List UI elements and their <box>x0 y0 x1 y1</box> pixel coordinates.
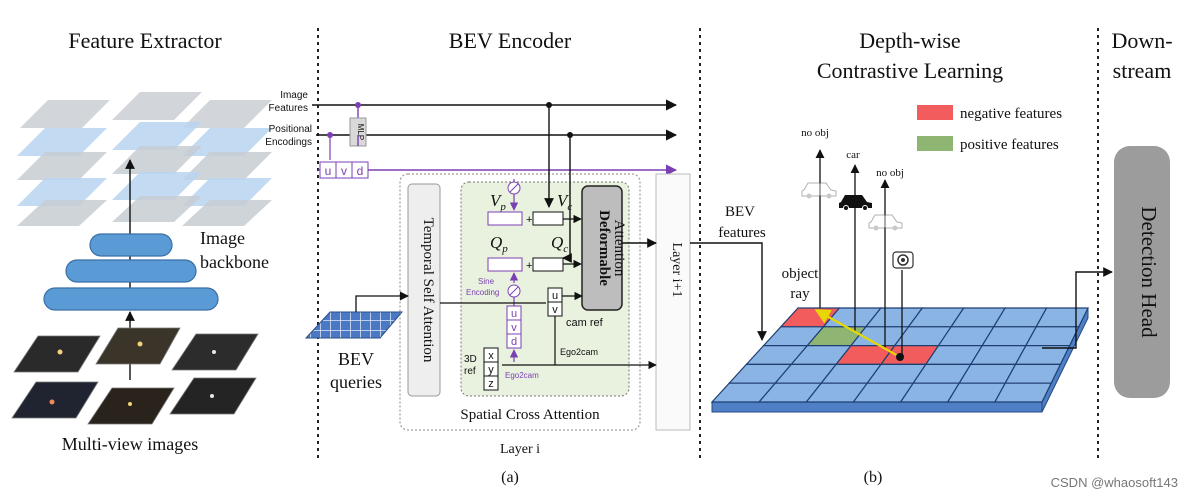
downstream-title-line2: stream <box>1113 58 1172 83</box>
legend-positive-label: positive features <box>960 137 1059 153</box>
multi-view-label: Multi-view images <box>62 434 198 454</box>
backbone-label-line2: backbone <box>200 252 269 272</box>
caption-a: (a) <box>501 469 519 486</box>
object-ray-arrow <box>814 309 901 358</box>
camera-origin-dot <box>896 353 904 361</box>
uvd-u: u <box>325 164 332 178</box>
camera-icon <box>892 251 914 269</box>
mlp-label: MLP <box>356 124 365 140</box>
qp-plus: + <box>526 260 532 272</box>
layer-i-box <box>399 173 641 431</box>
bev-features-arrow <box>690 242 767 341</box>
qc-label: Qc <box>551 233 568 255</box>
ego2cam-purple-label: Ego2cam <box>505 371 539 380</box>
image-backbone <box>43 233 219 311</box>
xyz-x: x <box>488 350 494 362</box>
grid-cell <box>1004 363 1062 384</box>
xyz-y: y <box>488 364 494 376</box>
car-icon <box>839 195 872 211</box>
section-dividers <box>317 28 1099 462</box>
feature-extractor-title: Feature Extractor <box>68 28 222 53</box>
deformable-label-line1: Deformable <box>596 210 612 286</box>
image-features-label-line1: Image <box>280 90 308 101</box>
vp-box <box>487 211 523 226</box>
vp-encoding-slash <box>509 183 519 193</box>
bev-features-label-line2: features <box>718 225 766 241</box>
cam-ref-label: cam ref <box>566 317 604 329</box>
layer-i1-box <box>655 173 691 431</box>
sine-label-line1: Sine <box>478 277 495 286</box>
grid-front-edge <box>711 401 1043 413</box>
temporal-self-attention-box <box>407 183 441 397</box>
bev-features-label-line1: BEV <box>725 204 755 220</box>
xyz-z-box <box>483 375 499 391</box>
uv-v: v <box>552 304 558 316</box>
grid-to-head-arrow <box>1042 267 1113 349</box>
watermark: CSDN @whaosoft143 <box>1051 475 1178 490</box>
bev-queries-grid <box>304 311 404 339</box>
depth-contrastive-title-line2: Contrastive Learning <box>817 58 1003 83</box>
vc-junction-dot <box>546 102 552 108</box>
image-features-label-line2: Features <box>269 103 308 114</box>
uvd-v: v <box>341 164 347 178</box>
layer-i1-label: Layer i+1 <box>669 243 684 298</box>
no-obj-left-label: no obj <box>801 127 829 139</box>
caption-b: (b) <box>864 469 883 486</box>
qc-junction-dot <box>567 132 573 138</box>
sine-label-line2: Encoding <box>466 288 499 297</box>
layer-i-label: Layer i <box>500 442 540 457</box>
vc-label: Vc <box>557 191 572 213</box>
vp-label: Vp <box>490 191 506 213</box>
queries-to-tsa-arrow <box>355 291 409 312</box>
spatial-cross-attention-label: Spatial Cross Attention <box>460 407 600 423</box>
ego2cam-label: Ego2cam <box>560 347 598 357</box>
detection-head-label: Detection Head <box>1137 206 1161 338</box>
car-label: car <box>846 149 860 161</box>
multi-view-images <box>11 327 259 425</box>
legend-negative-swatch <box>917 105 953 120</box>
qp-encoding-slash <box>509 286 519 296</box>
temporal-self-attention-label: Temporal Self Attention <box>420 218 436 363</box>
mlp-junction-dot <box>355 102 361 108</box>
legend-negative-label: negative features <box>960 106 1062 122</box>
object-ray-label-line1: object <box>782 266 819 282</box>
bev-feature-grid <box>710 307 1089 413</box>
feature-map-stack <box>17 92 272 226</box>
uv-u: u <box>552 290 558 302</box>
vp-plus: + <box>526 214 532 226</box>
deformable-attention-box <box>581 185 623 311</box>
ref-label-line2: ref <box>464 366 476 377</box>
legend-positive-swatch <box>917 136 953 151</box>
qp-box <box>487 257 523 272</box>
object-ray-label-line2: ray <box>790 286 810 302</box>
pe-junction-dot <box>327 132 333 138</box>
bev-queries-label-line2: queries <box>330 372 382 392</box>
bev-queries-label-line1: BEV <box>338 349 374 369</box>
qp-label: Qp <box>490 233 508 255</box>
uvd-boxes: u v d <box>319 161 369 179</box>
deformable-label-line2: Attention <box>611 220 627 277</box>
car-icon-faded-left <box>801 182 837 199</box>
grid-cell <box>993 382 1053 403</box>
downstream-title-line1: Down- <box>1111 28 1172 53</box>
backbone-label-line1: Image <box>200 228 245 248</box>
uvd-col-u: u <box>511 308 517 320</box>
positional-label-line2: Encodings <box>265 137 312 148</box>
uvd-col-v: v <box>511 322 517 334</box>
no-obj-right-label: no obj <box>876 167 904 179</box>
detection-head-box <box>1114 146 1170 398</box>
depth-contrastive-title-line1: Depth-wise <box>859 28 960 53</box>
uvd-col-d: d <box>511 336 517 348</box>
vc-box <box>532 211 564 226</box>
qc-box <box>532 257 564 272</box>
uvd-d: d <box>357 164 364 178</box>
uvd-col-d-box <box>506 333 522 349</box>
car-icon-faded-right <box>868 214 903 231</box>
xyz-z: z <box>488 378 494 390</box>
bev-encoder-title: BEV Encoder <box>449 28 572 53</box>
ref-label-line1: 3D <box>464 354 477 365</box>
positional-label-line1: Positional <box>269 124 312 135</box>
